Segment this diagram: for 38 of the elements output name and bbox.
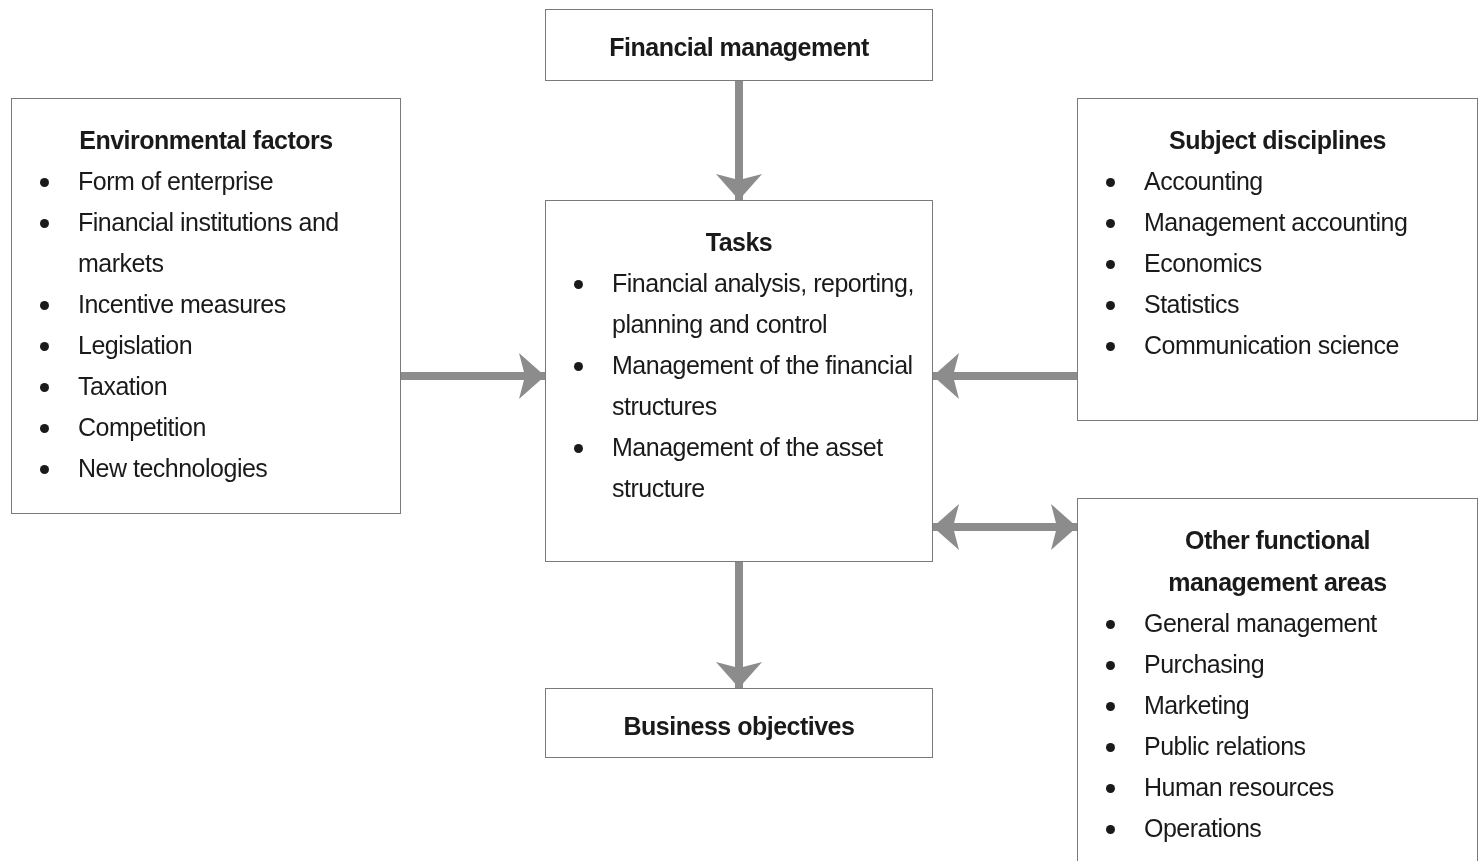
list-item: Statistics (1144, 289, 1241, 320)
list-item: Form of enterprise (78, 166, 275, 197)
list-item: Taxation (78, 371, 169, 402)
arrow (716, 81, 762, 200)
list-item: General management (1144, 608, 1378, 639)
text-box (545, 688, 933, 758)
list-item: Incentive measures (78, 289, 287, 320)
list-item: Operations (1144, 813, 1263, 844)
box-heading: Business objectives (622, 711, 856, 742)
list-item: Accounting (1144, 166, 1264, 197)
list-item: Marketing (1144, 690, 1251, 721)
list-item: Management of the asset structure (612, 432, 884, 504)
box-heading: Subject disciplines (1168, 125, 1387, 156)
text-box (545, 9, 933, 81)
arrow (716, 562, 762, 688)
box-heading: Environmental factors (78, 125, 334, 156)
list-item: Legislation (78, 330, 194, 361)
list-item: Human resources (1144, 772, 1335, 803)
list-item: Communication science (1144, 330, 1400, 361)
text-box (1077, 498, 1478, 861)
list-item: Financial institutions and markets (78, 207, 340, 279)
arrow (933, 504, 1077, 550)
list-item: Economics (1144, 248, 1263, 279)
box-heading: Financial management (608, 32, 870, 63)
list-item: New technologies (78, 453, 269, 484)
list-item: Management of the financial structures (612, 350, 914, 422)
list-item: Purchasing (1144, 649, 1266, 680)
box-heading: Tasks (704, 227, 774, 258)
box-heading: Other functional management areas (1167, 525, 1388, 598)
text-box (1077, 98, 1478, 421)
list-item: Financial analysis, reporting, planning and control (612, 268, 915, 340)
list-item: Management accounting (1144, 207, 1409, 238)
list-item: Competition (78, 412, 207, 443)
arrow (401, 353, 545, 399)
text-box (11, 98, 401, 514)
list-item: Public relations (1144, 731, 1307, 762)
arrow (933, 353, 1077, 399)
text-box (545, 200, 933, 562)
